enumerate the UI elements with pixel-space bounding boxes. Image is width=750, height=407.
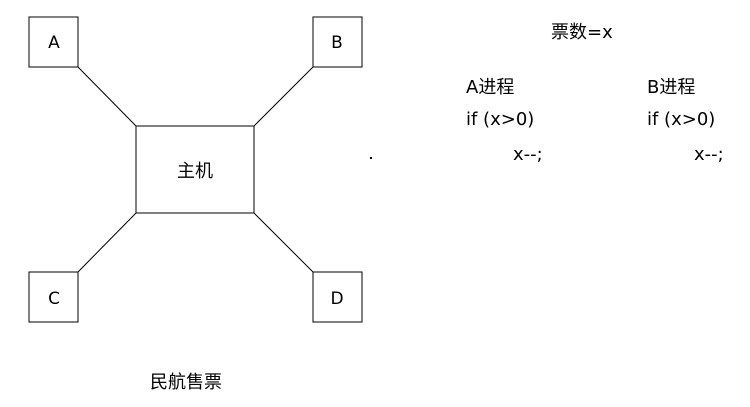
terminal-d-label: D [330, 289, 343, 309]
terminal-a-box [28, 16, 79, 68]
ticket-count-label: 票数=x [551, 22, 613, 43]
host-box [135, 125, 255, 214]
process-a-decrement: x--; [513, 144, 543, 165]
process-b-title: B进程 [647, 77, 696, 98]
process-a-condition: if (x>0) [466, 109, 535, 130]
terminal-a-label: A [48, 33, 60, 53]
terminal-b-box [312, 16, 363, 68]
terminal-d-box [312, 271, 363, 323]
link-a-host [77, 66, 137, 127]
process-b-decrement: x--; [694, 144, 724, 165]
terminal-c-box [28, 271, 79, 323]
terminal-b-label: B [331, 33, 343, 53]
link-d-host [253, 212, 314, 273]
terminal-c-label: C [48, 289, 60, 309]
process-a-title: A进程 [466, 77, 515, 98]
process-b-condition: if (x>0) [647, 109, 716, 130]
stray-dot [370, 157, 372, 159]
diagram-caption: 民航售票 [150, 372, 222, 393]
link-c-host [77, 212, 137, 273]
host-label: 主机 [177, 161, 213, 182]
link-b-host [253, 66, 314, 127]
